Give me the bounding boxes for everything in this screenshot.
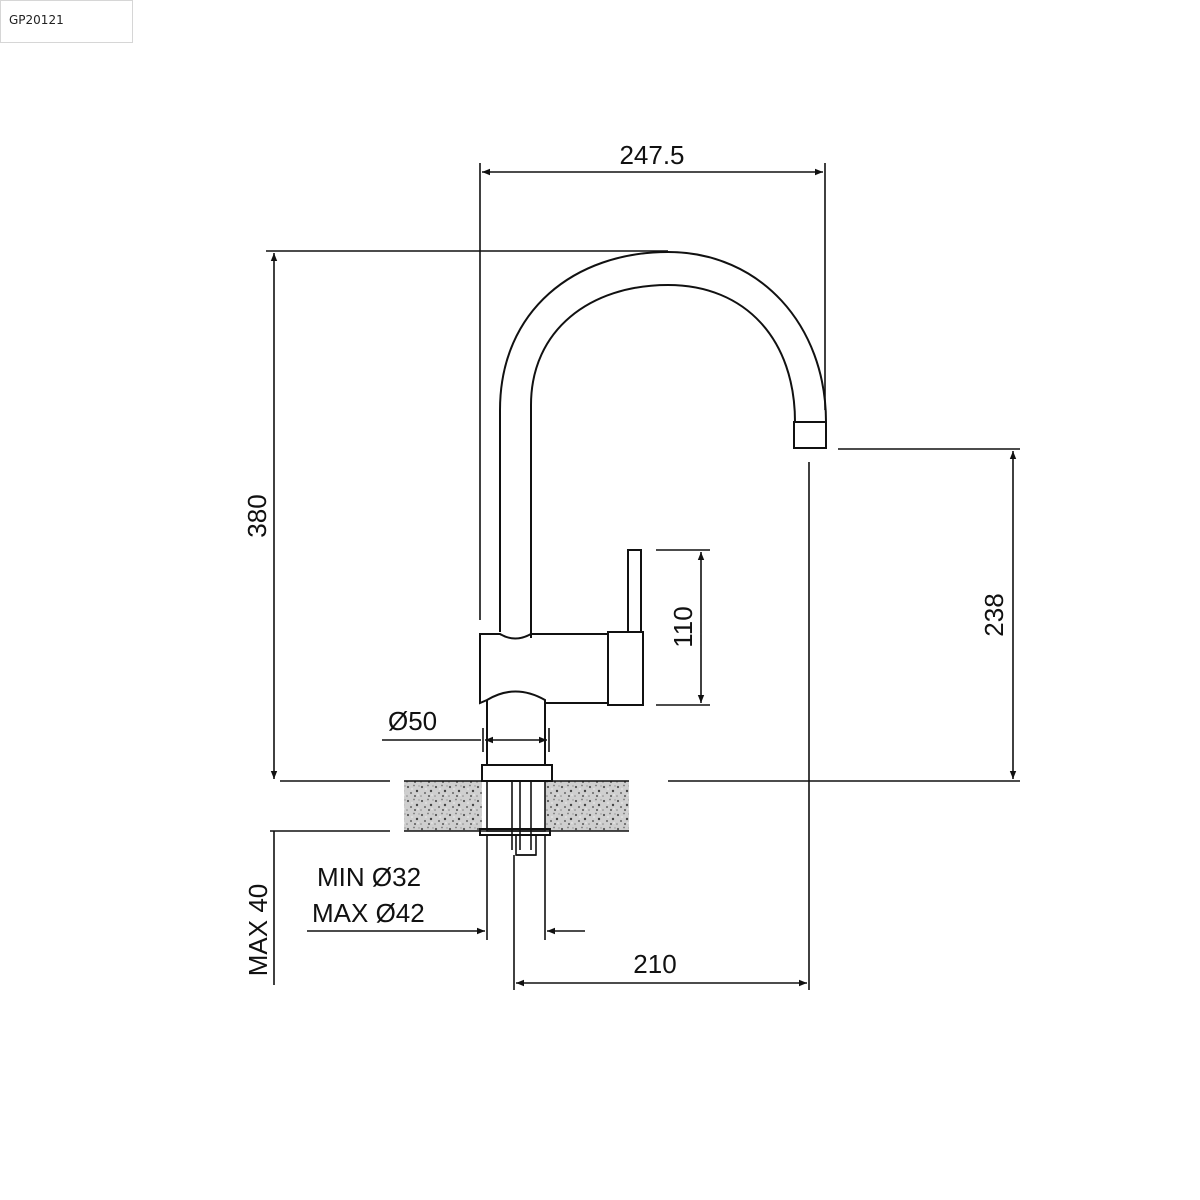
spout-outer	[499, 250, 827, 632]
dimension-lever-height-label: 110	[668, 606, 698, 647]
dimension-spout-height: 238	[838, 448, 1020, 779]
dimension-spout-projection-label: 210	[633, 949, 676, 979]
lever-cap	[607, 631, 644, 706]
dimension-max-thickness: MAX 40	[243, 831, 275, 985]
mixer-body	[479, 633, 609, 705]
dimension-spout-reach-label: 247.5	[619, 140, 684, 170]
dimension-max-thickness-label: MAX 40	[243, 884, 273, 977]
dimension-lever-height: 110	[656, 549, 710, 706]
product-code-label: GP20121	[0, 0, 133, 43]
countertop-right-block	[545, 781, 629, 831]
dimension-hole-diameter: MIN Ø32 MAX Ø42	[307, 835, 585, 940]
mounting-nut	[479, 828, 551, 836]
base-flange	[481, 764, 553, 782]
mounting-shank	[486, 780, 546, 832]
dimension-total-height-label: 380	[242, 494, 272, 537]
countertop	[270, 780, 1020, 832]
faucet	[479, 250, 827, 856]
spout-inner	[530, 283, 796, 638]
countertop-left-block	[404, 781, 482, 831]
dimension-total-height: 380	[242, 250, 668, 779]
spout-aerator	[793, 421, 827, 449]
dimension-hole-max-label: MAX Ø42	[312, 898, 425, 928]
lever-handle	[627, 549, 642, 633]
dimension-base-diameter-label: Ø50	[388, 706, 437, 736]
dimension-spout-projection: 210	[513, 462, 810, 990]
dimension-spout-reach: 247.5	[479, 140, 826, 620]
dimension-spout-height-label: 238	[979, 593, 1009, 636]
threaded-rod	[515, 834, 537, 856]
dimension-base-diameter: Ø50	[382, 706, 550, 752]
dimension-hole-min-label: MIN Ø32	[317, 862, 421, 892]
